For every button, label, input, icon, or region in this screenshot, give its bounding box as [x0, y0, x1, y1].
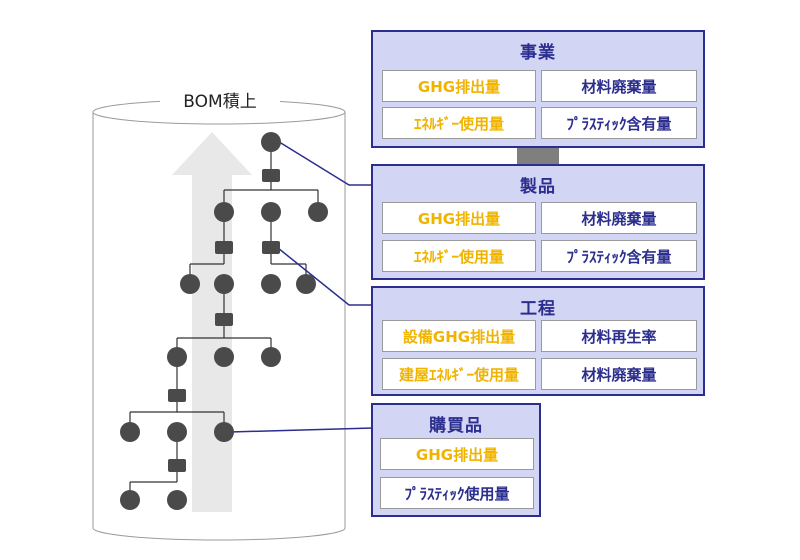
panel-connector-lines — [229, 139, 374, 433]
panel-process-cell-4: 材料廃棄量 — [541, 358, 697, 390]
panel-process-title: 工程 — [520, 299, 556, 319]
panel-business: 事業 GHG排出量 材料廃棄量 ｴﾈﾙｷﾞｰ使用量 ﾌﾟﾗｽﾃｨｯｸ含有量 — [371, 30, 705, 148]
panel-purchased-cell-2: ﾌﾟﾗｽﾃｨｯｸ使用量 — [380, 477, 534, 509]
panel-process-cell-1: 設備GHG排出量 — [382, 320, 536, 352]
bom-up-arrow — [172, 132, 252, 512]
panel-product-title: 製品 — [520, 177, 556, 197]
panel-business-cell-2: 材料廃棄量 — [541, 70, 697, 102]
bom-label: BOM積上 — [160, 87, 280, 112]
panel-business-cell-1: GHG排出量 — [382, 70, 536, 102]
panel-business-cell-3: ｴﾈﾙｷﾞｰ使用量 — [382, 107, 536, 139]
panel-product-cell-4: ﾌﾟﾗｽﾃｨｯｸ含有量 — [541, 240, 697, 272]
panel-process: 工程 設備GHG排出量 材料再生率 建屋ｴﾈﾙｷﾞｰ使用量 材料廃棄量 — [371, 286, 705, 396]
bom-tree-nodes — [120, 132, 328, 510]
panel-purchased-cell-1: GHG排出量 — [380, 438, 534, 470]
panel-purchased: 購買品 GHG排出量 ﾌﾟﾗｽﾃｨｯｸ使用量 — [371, 403, 541, 517]
panel-business-title: 事業 — [520, 43, 556, 63]
bom-tree-connectors — [168, 169, 280, 472]
panel-business-cell-4: ﾌﾟﾗｽﾃｨｯｸ含有量 — [541, 107, 697, 139]
panel-product-cell-2: 材料廃棄量 — [541, 202, 697, 234]
panel-process-cell-3: 建屋ｴﾈﾙｷﾞｰ使用量 — [382, 358, 536, 390]
panel-process-cell-2: 材料再生率 — [541, 320, 697, 352]
panel-product-cell-1: GHG排出量 — [382, 202, 536, 234]
panel-purchased-title: 購買品 — [429, 416, 483, 436]
panel-product: 製品 GHG排出量 材料廃棄量 ｴﾈﾙｷﾞｰ使用量 ﾌﾟﾗｽﾃｨｯｸ含有量 — [371, 164, 705, 280]
panel-product-cell-3: ｴﾈﾙｷﾞｰ使用量 — [382, 240, 536, 272]
